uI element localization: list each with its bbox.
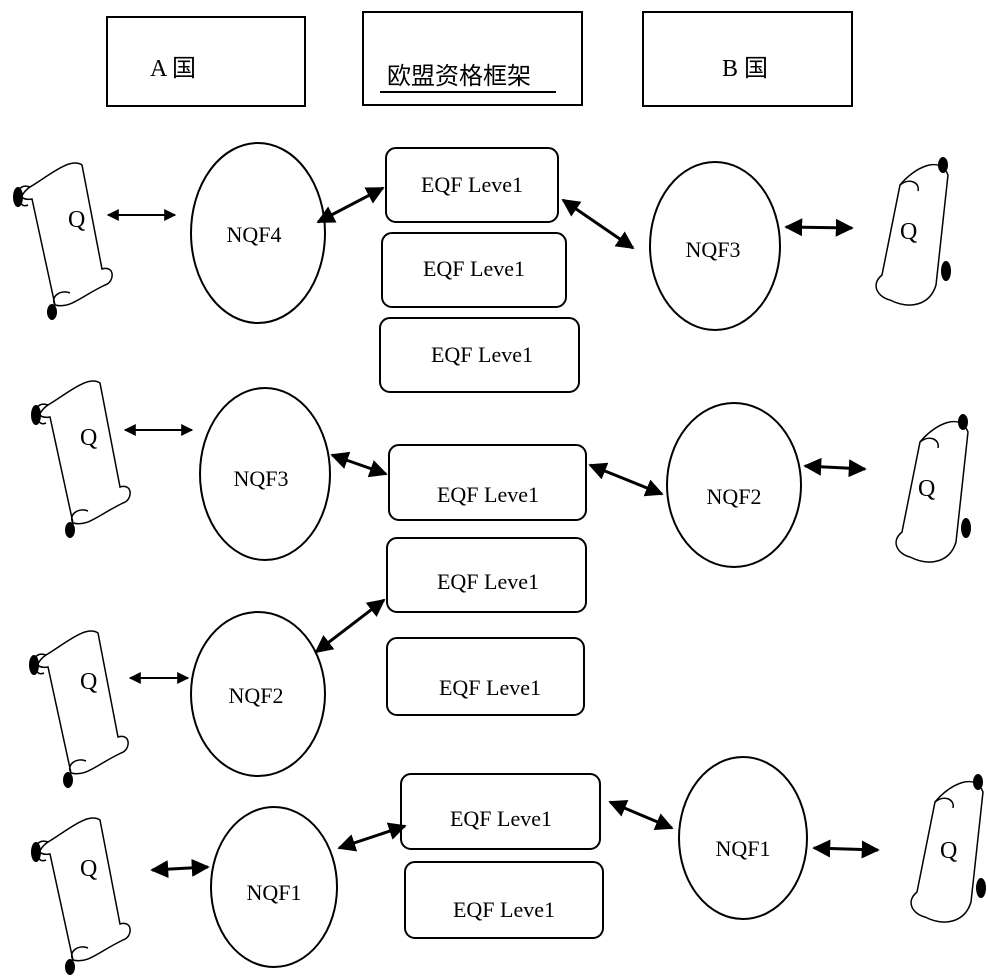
nqf-node-label: NQF3 <box>233 466 288 491</box>
eqf-box-label: EQF Leve1 <box>421 172 523 197</box>
qualification-label: Q <box>80 669 97 695</box>
arrow <box>588 462 664 497</box>
qualification-label: Q <box>918 476 935 502</box>
eqf-box-label: EQF Leve1 <box>431 342 533 367</box>
arrow <box>316 186 385 224</box>
header-eqf-label: 欧盟资格框架 <box>387 63 531 90</box>
arrow <box>330 451 388 478</box>
eqf-box-label: EQF Leve1 <box>437 569 539 594</box>
nqf-node-label: NQF4 <box>226 222 281 247</box>
nqf-node-a-3: NQF3 <box>199 387 331 561</box>
eqf-box-label: EQF Leve1 <box>453 897 555 922</box>
nqf-node-label: NQF2 <box>228 683 283 708</box>
nqf-node-b-3: NQF3 <box>649 161 781 331</box>
nqf-node-b-2: NQF2 <box>666 402 802 568</box>
eqf-box: EQF Leve1 <box>386 637 585 716</box>
arrow <box>314 598 386 654</box>
qualification-label: Q <box>900 219 917 245</box>
arrow <box>803 457 867 478</box>
qualification-scroll-a-3: Q <box>29 630 129 788</box>
arrow <box>561 198 635 250</box>
qualification-label: Q <box>68 207 85 233</box>
arrow <box>812 839 880 859</box>
eqf-box-label: EQF Leve1 <box>439 675 541 700</box>
arrow <box>150 858 210 879</box>
eqf-box: EQF Leve1 <box>388 444 587 521</box>
arrow <box>608 799 674 831</box>
nqf-node-label: NQF1 <box>715 836 770 861</box>
qualification-label: Q <box>80 856 97 882</box>
qualification-scroll-b-2: Q <box>895 414 971 563</box>
header-a-label: A 国 <box>150 56 196 82</box>
nqf-node-label: NQF3 <box>685 237 740 262</box>
qualification-label: Q <box>80 425 97 451</box>
header-b-country: B 国 <box>642 11 853 107</box>
eqf-box-label: EQF Leve1 <box>437 482 539 507</box>
header-eqf: 欧盟资格框架 <box>362 11 583 106</box>
nqf-node-a-1: NQF1 <box>210 806 338 968</box>
eqf-box: EQF Leve1 <box>404 861 604 939</box>
header-b-label: B 国 <box>722 56 768 82</box>
nqf-node-b-1: NQF1 <box>678 756 808 920</box>
qualification-label: Q <box>940 838 957 864</box>
eqf-box-label: EQF Leve1 <box>423 256 525 281</box>
qualification-scroll-a-4: Q <box>31 817 131 975</box>
arrow <box>784 218 854 237</box>
eqf-box: EQF Leve1 <box>381 232 567 308</box>
eqf-box: EQF Leve1 <box>400 773 601 850</box>
qualification-scroll-b-1: Q <box>875 157 951 306</box>
nqf-node-label: NQF2 <box>706 484 761 509</box>
eqf-box-label: EQF Leve1 <box>450 806 552 831</box>
qualification-scroll-b-3: Q <box>910 774 986 923</box>
header-a-country: A 国 <box>106 16 306 107</box>
nqf-node-a-2: NQF2 <box>190 611 326 777</box>
eqf-box: EQF Leve1 <box>379 317 580 393</box>
eqf-box: EQF Leve1 <box>385 147 559 223</box>
eqf-box: EQF Leve1 <box>386 537 587 613</box>
qualification-scroll-a-1: Q <box>13 162 113 320</box>
nqf-node-label: NQF1 <box>246 880 301 905</box>
nqf-node-a-4: NQF4 <box>190 142 326 324</box>
arrow <box>337 822 407 852</box>
qualification-scroll-a-2: Q <box>31 380 131 538</box>
